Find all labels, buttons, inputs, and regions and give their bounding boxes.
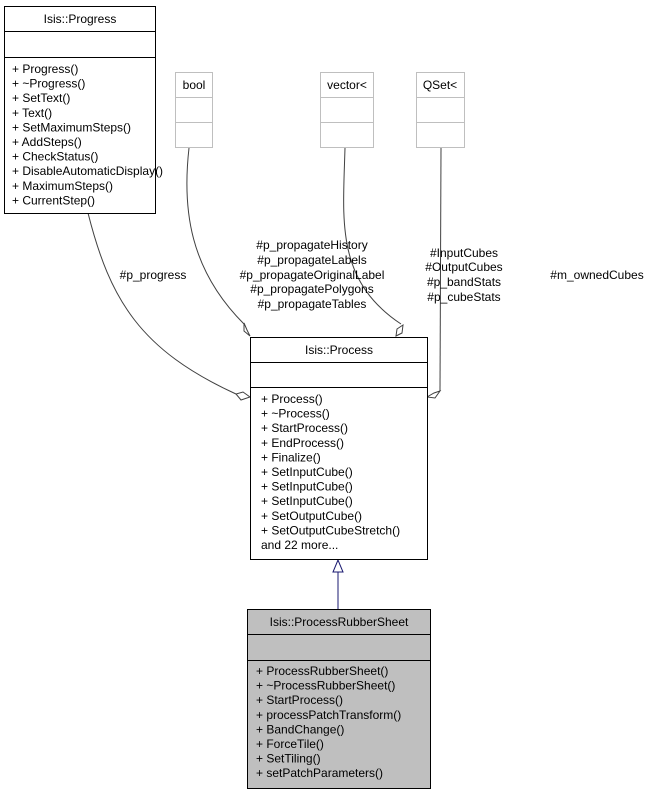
class-vector [320,72,374,148]
class-qset [416,72,465,148]
edge-label: #p_cubeStats [427,290,500,304]
class-progress[interactable]: Isis::Progress + Progress()+ ~Progress()… [4,6,164,214]
class-name: QSet< [423,78,457,92]
class-member[interactable]: + ProcessRubberSheet() [256,664,388,678]
class-member[interactable]: + SetText() [12,91,70,105]
edge-label: #p_propagateTables [258,297,367,311]
class-member[interactable]: + Progress() [12,62,78,76]
class-member[interactable]: + SetOutputCube() [261,509,362,523]
class-member[interactable]: + Text() [12,106,52,120]
class-member[interactable]: + MaximumSteps() [12,179,113,193]
class-member[interactable]: + processPatchTransform() [256,708,401,722]
class-member[interactable]: + Finalize() [261,450,321,464]
class-member[interactable]: + setPatchParameters() [256,766,383,780]
aggregation-diamond-icon [243,322,251,337]
class-member[interactable]: + CurrentStep() [12,193,95,207]
class-member[interactable]: and 22 more... [261,538,338,552]
class-member[interactable]: + StartProcess() [261,421,348,435]
class-member[interactable]: + ~Process() [261,407,330,421]
class-member[interactable]: + ForceTile() [256,737,324,751]
class-member[interactable]: + SetInputCube() [261,494,353,508]
edge-label: #m_ownedCubes [550,268,643,282]
class-member[interactable]: + SetInputCube() [261,480,353,494]
edge-label: #p_propagateHistory [256,238,367,252]
edge-label: #p_bandStats [427,275,501,289]
aggregation-diamond-icon [235,391,252,401]
class-name: Isis::Process [305,343,373,357]
edge-label: #p_propagatePolygons [250,282,373,296]
class-processrubbersheet[interactable]: Isis::ProcessRubberSheet + ProcessRubber… [247,609,431,789]
class-bool [175,72,213,148]
class-member[interactable]: + SetMaximumSteps() [12,120,131,134]
edge-label: #OutputCubes [425,260,502,274]
class-name: vector< [327,78,367,92]
class-member[interactable]: + ~Progress() [12,77,85,91]
edge-label: #p_propagateOriginalLabel [240,268,385,282]
edge-label: #InputCubes [430,246,498,260]
edge-progress [87,212,237,395]
class-member[interactable]: + SetOutputCubeStretch() [261,523,400,537]
class-name: Isis::ProcessRubberSheet [270,615,409,629]
class-name: bool [183,78,206,92]
class-name: Isis::Progress [44,12,117,26]
class-member[interactable]: + EndProcess() [261,436,344,450]
class-member[interactable]: + SetTiling() [256,752,321,766]
class-member[interactable]: + ~ProcessRubberSheet() [256,679,395,693]
edge-vector [343,147,402,325]
class-member[interactable]: + CheckStatus() [12,150,98,164]
inheritance-arrow-icon [332,558,344,573]
class-member[interactable]: + SetInputCube() [261,465,353,479]
edge-label: #p_propagateLabels [257,253,366,267]
aggregation-diamond-icon [395,323,404,337]
edge-qset [439,147,442,392]
aggregation-diamond-icon [425,390,442,399]
class-member[interactable]: + StartProcess() [256,693,343,707]
edge-bool [186,147,245,325]
class-member[interactable]: + DisableAutomaticDisplay() [12,164,163,178]
class-member[interactable]: + AddSteps() [12,135,82,149]
class-member[interactable]: + Process() [261,392,323,406]
edge-label: #p_progress [120,268,187,282]
class-member[interactable]: + BandChange() [256,722,344,736]
class-process[interactable]: Isis::Process + Process()+ ~Process()+ S… [250,337,428,560]
